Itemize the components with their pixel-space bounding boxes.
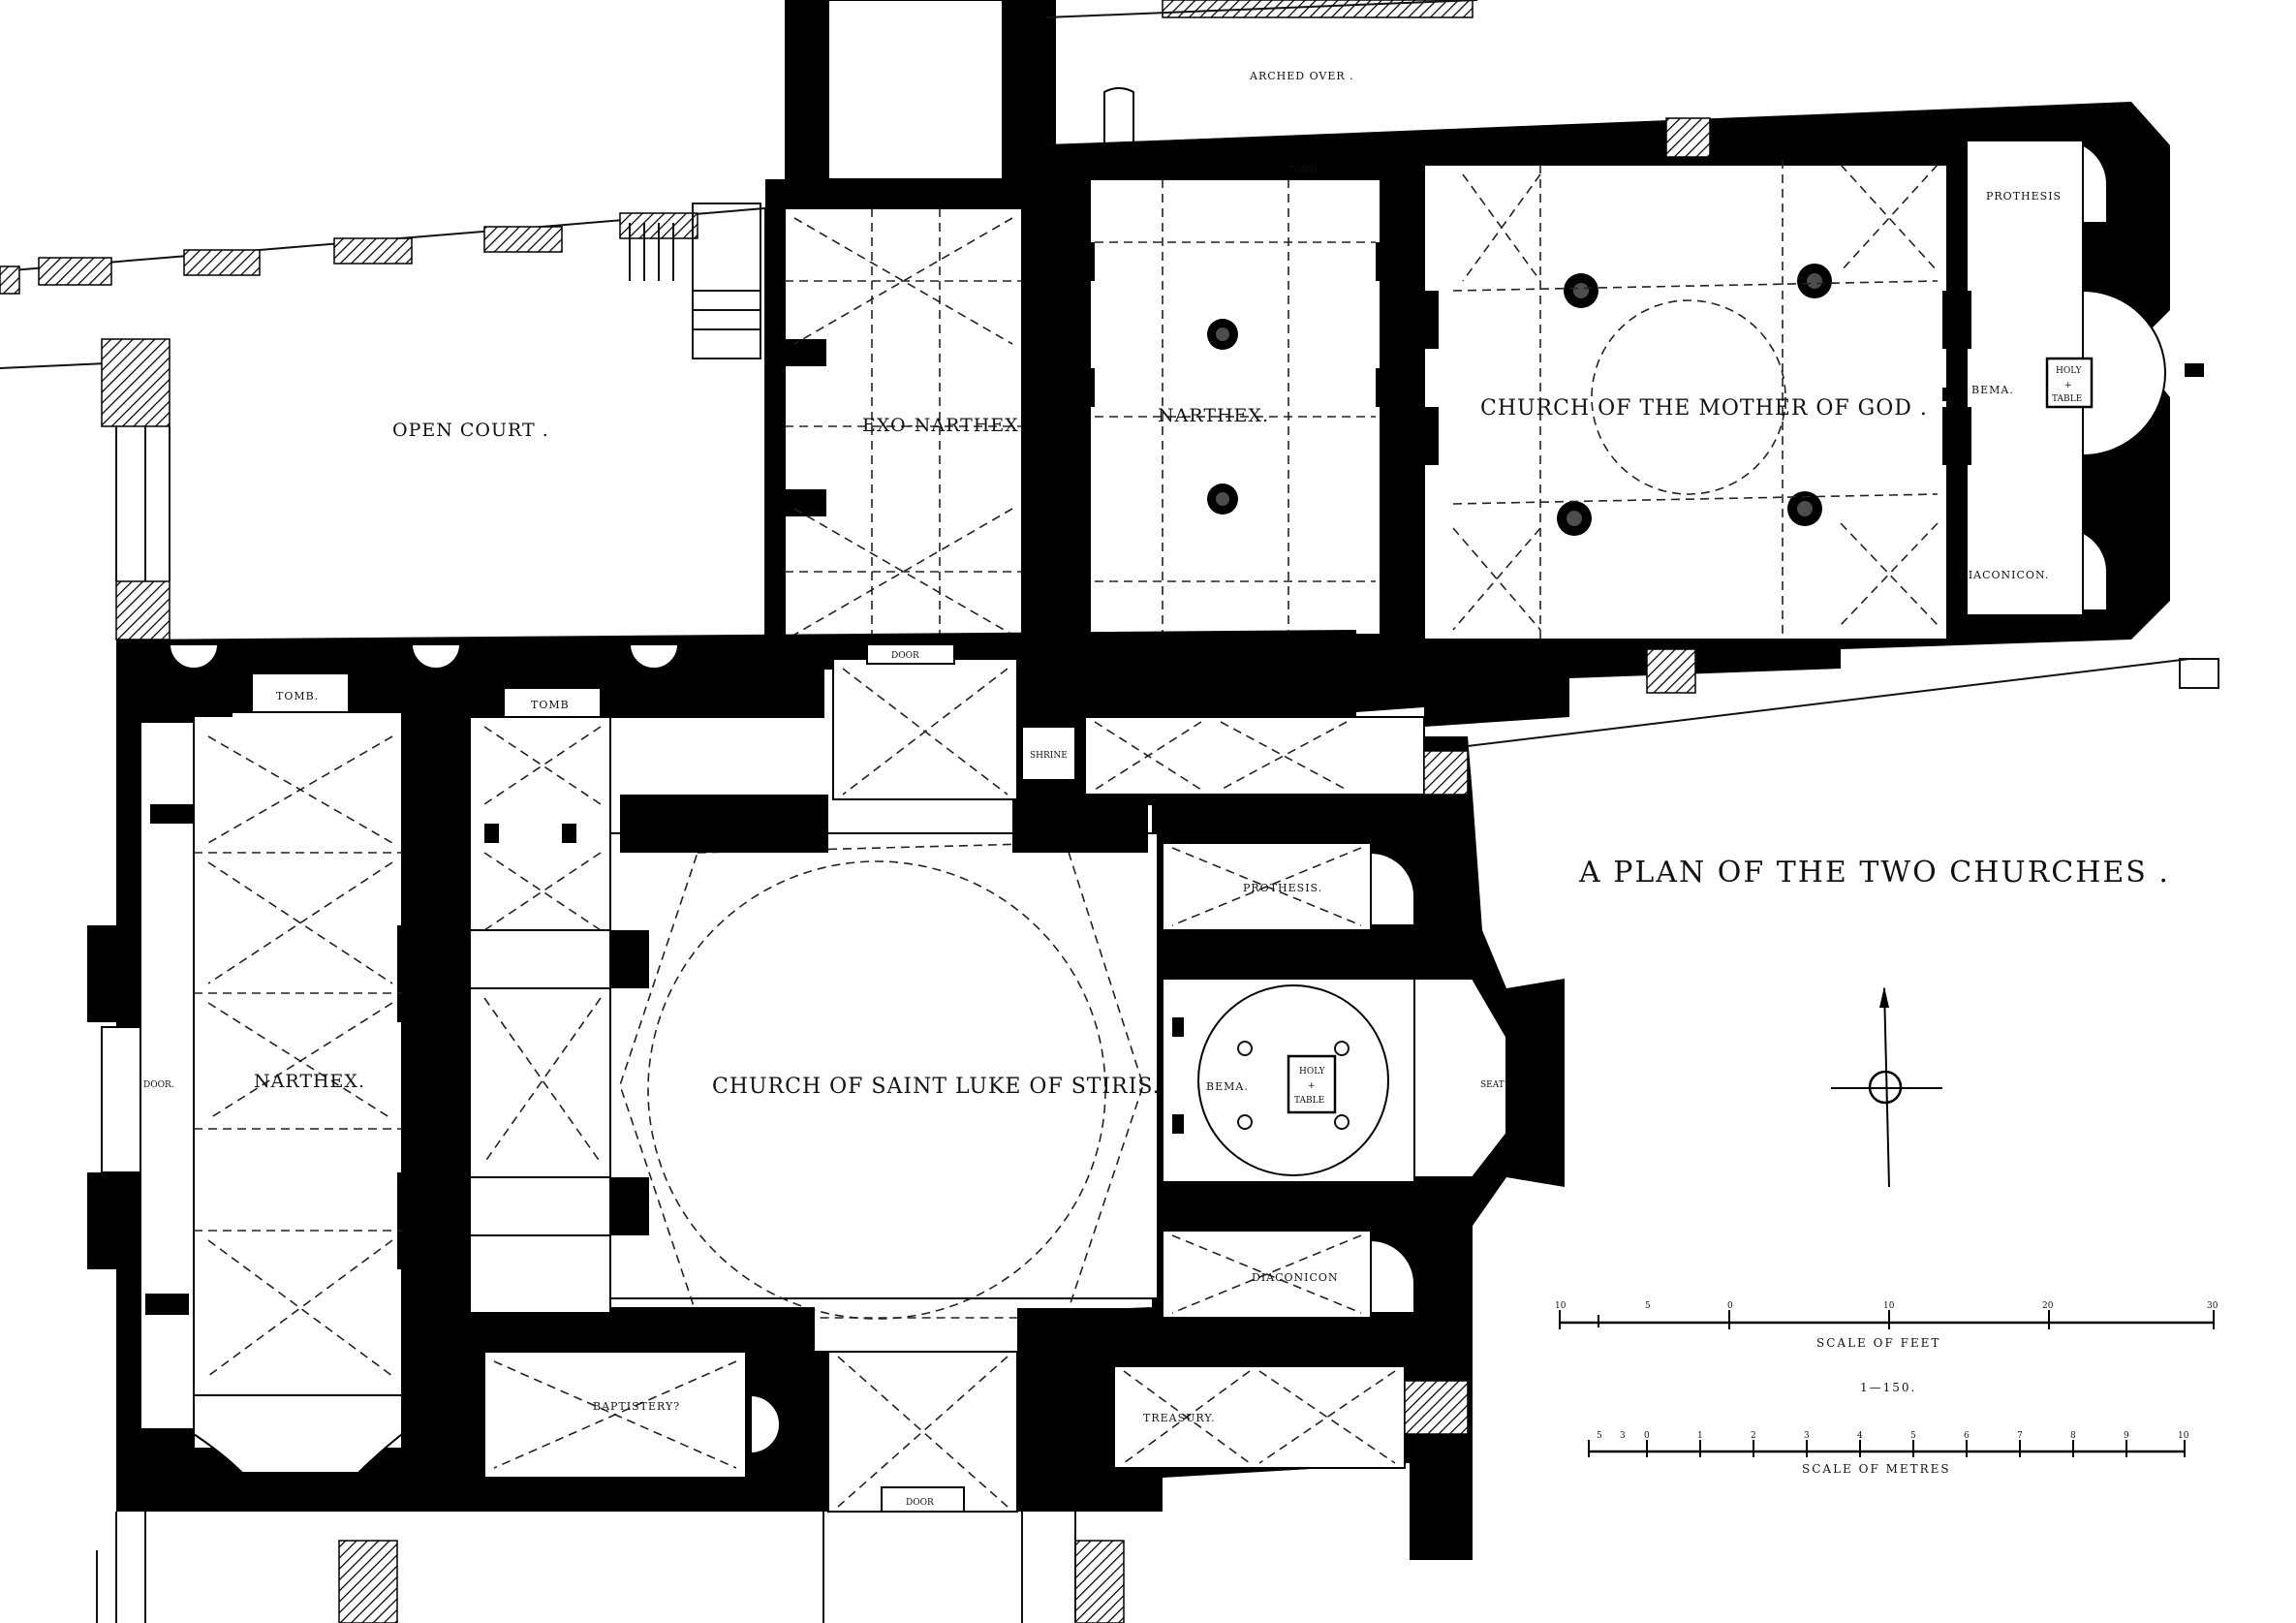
label-baptistery: BAPTISTERY?	[593, 1400, 680, 1413]
label-arched-over: ARCHED OVER .	[1249, 70, 1354, 82]
label-tomb-left: TOMB.	[276, 690, 319, 702]
steps	[629, 203, 761, 359]
scale-metres-tick-11: 9	[2124, 1431, 2129, 1441]
label-holy-table-lower-3: TABLE	[1294, 1096, 1324, 1106]
plan-title: A PLAN OF THE TWO CHURCHES .	[1578, 856, 2170, 890]
scale-feet-caption: SCALE OF FEET	[1816, 1336, 1940, 1350]
scale-metres-tick-2: 0	[1644, 1431, 1650, 1441]
scale-feet-tick-4: 20	[2042, 1301, 2054, 1311]
scale-metres-tick-9: 7	[2017, 1431, 2023, 1441]
scale-metres-tick-6: 4	[1857, 1431, 1863, 1441]
scale-feet-tick-1: 5	[1645, 1301, 1651, 1311]
label-tomb-top: TOMB.	[1288, 166, 1319, 175]
scale-metres-tick-7: 5	[1910, 1431, 1916, 1441]
upper-structure	[785, 0, 2204, 727]
scale-feet-tick-2: 0	[1727, 1301, 1733, 1311]
label-holy-table-upper-2: +	[2064, 381, 2072, 390]
label-treasury: TREASURY.	[1143, 1412, 1216, 1424]
compass-rose	[1831, 986, 1942, 1188]
labels: ARCHED OVER . TOMB. PROTHESIS OPEN COURT…	[143, 70, 2218, 1508]
label-holy-table-lower-1: HOLY	[1299, 1067, 1326, 1077]
label-holy-table-upper-3: TABLE	[2052, 394, 2082, 404]
scale-metres-tick-10: 8	[2070, 1431, 2076, 1441]
label-narthex-lower: NARTHEX.	[254, 1071, 365, 1092]
label-prothesis-upper: PROTHESIS	[1986, 190, 2062, 203]
scale-feet-tick-5: 30	[2207, 1301, 2218, 1311]
label-holy-table-lower-2: +	[1308, 1081, 1316, 1091]
label-prothesis-lower: PROTHESIS.	[1243, 882, 1322, 894]
label-tomb-mid: TOMB	[531, 699, 570, 711]
label-holy-table-upper-1: HOLY	[2056, 366, 2083, 376]
scale-metres-tick-3: 1	[1697, 1431, 1703, 1441]
label-door-top: DOOR	[891, 651, 919, 661]
label-diaconicon-upper: DIACONICON.	[1959, 569, 2049, 581]
scale-metres-caption: SCALE OF METRES	[1802, 1462, 1951, 1476]
label-narthex-upper: NARTHEX.	[1158, 405, 1269, 426]
label-open-court: OPEN COURT .	[392, 420, 549, 441]
scale-feet-tick-0: 10	[1555, 1301, 1567, 1311]
label-door-bottom: DOOR	[906, 1498, 934, 1508]
scale-feet-tick-3: 10	[1883, 1301, 1895, 1311]
label-shrine: SHRINE	[1030, 751, 1068, 761]
scale-metres-tick-1: 3	[1620, 1431, 1626, 1441]
scale-metres-tick-8: 6	[1964, 1431, 1970, 1441]
scale-bars	[1559, 1310, 2215, 1457]
scale-metres-tick-4: 2	[1751, 1431, 1756, 1441]
scale-ratio: 1—150.	[1860, 1381, 1916, 1394]
scale-metres-tick-0: 5	[1597, 1431, 1602, 1441]
scale-metres-tick-5: 3	[1804, 1431, 1810, 1441]
label-diaconicon-lower: DIACONICON	[1252, 1271, 1339, 1284]
label-exo-narthex: EXO-NARTHEX	[862, 415, 1019, 436]
label-bema-upper: BEMA.	[1971, 384, 2014, 396]
label-church-saint-luke: CHURCH OF SAINT LUKE OF STIRIS.	[712, 1075, 1161, 1099]
lower-structure	[87, 630, 2219, 1623]
scale-metres-tick-12: 10	[2178, 1431, 2189, 1441]
label-church-mother-of-god: CHURCH OF THE MOTHER OF GOD .	[1480, 396, 1928, 421]
label-bema-lower: BEMA.	[1206, 1080, 1249, 1093]
label-seat: SEAT	[1480, 1080, 1505, 1090]
label-door-left: DOOR.	[143, 1080, 174, 1090]
court-exonarthex	[0, 170, 1090, 645]
